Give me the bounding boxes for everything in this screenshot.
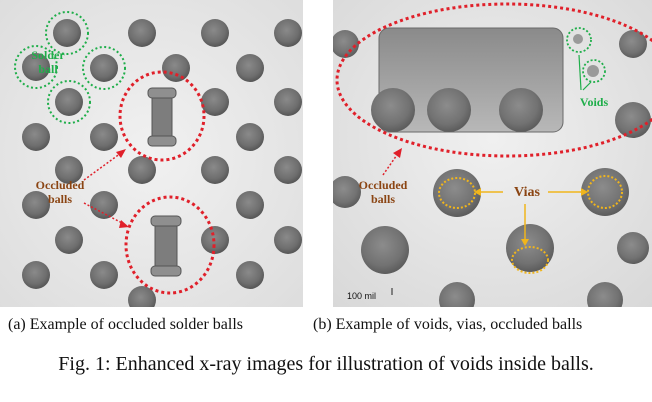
occluded-arrows-a [83, 152, 125, 225]
occluded-highlights-a [118, 70, 216, 295]
scale-bar-label: 100 mil [347, 291, 377, 301]
occluded-highlight-b [335, 2, 652, 158]
void-highlights [566, 27, 606, 83]
figure-caption: Fig. 1: Enhanced x-ray images for illust… [58, 353, 594, 375]
solder-ball [22, 123, 50, 151]
solder-ball [427, 88, 471, 132]
solder-ball [55, 156, 83, 184]
void-marks [573, 34, 599, 77]
solder-ball [90, 191, 118, 219]
solder-ball [361, 226, 409, 274]
solder-ball [615, 102, 651, 138]
solder-ball [201, 88, 229, 116]
solder-ball [22, 53, 50, 81]
solder-ball [274, 19, 302, 47]
solder-ball [619, 30, 647, 58]
solder-ball [128, 19, 156, 47]
solder-ball [371, 88, 415, 132]
void-arrows [578, 54, 592, 91]
occluded-balls-label-b: Occluded balls [358, 178, 408, 206]
subcaption-a: (a) Example of occluded solder balls [8, 316, 244, 333]
occluded-arrow-b [382, 151, 400, 176]
solder-ball [128, 156, 156, 184]
occluded-balls-label-a: Occluded balls [35, 178, 85, 206]
xray-image-a: Solder ball Occluded balls [0, 0, 303, 314]
xray-image-a-graphic [0, 0, 303, 314]
via-highlights [438, 175, 623, 274]
solder-ball [274, 156, 302, 184]
solder-ball [22, 191, 50, 219]
solder-ball [90, 123, 118, 151]
solder-balls-a [22, 19, 302, 314]
solder-ball [90, 261, 118, 289]
occluded-component-top [147, 87, 177, 147]
solder-ball [55, 88, 83, 116]
solder-ball [236, 54, 264, 82]
solder-ball [329, 176, 361, 208]
solder-ball [331, 30, 359, 58]
solder-ball [617, 232, 649, 264]
xray-image-b-graphic [329, 0, 652, 318]
xray-background-a [0, 0, 303, 307]
vias-label: Vias [514, 185, 540, 200]
solder-ball [499, 88, 543, 132]
solder-ball [90, 54, 118, 82]
solder-ball [201, 19, 229, 47]
occluded-component-bottom [150, 215, 182, 277]
subcaption-b: (b) Example of voids, vias, occluded bal… [313, 316, 583, 333]
solder-ball [53, 19, 81, 47]
solder-ball-label: Solder ball [31, 48, 65, 76]
solder-ball [22, 261, 50, 289]
xray-image-b: Voids Vias Occluded balls 100 mil [329, 0, 652, 318]
solder-ball [274, 88, 302, 116]
solder-ball [236, 261, 264, 289]
solder-ball [55, 226, 83, 254]
solder-ball [201, 156, 229, 184]
solder-ball [433, 169, 481, 217]
solder-ball [162, 54, 190, 82]
solder-ball [236, 191, 264, 219]
voids-label: Voids [579, 95, 609, 109]
solder-ball-highlights [14, 11, 126, 124]
solder-ball [274, 226, 302, 254]
solder-ball [236, 123, 264, 151]
